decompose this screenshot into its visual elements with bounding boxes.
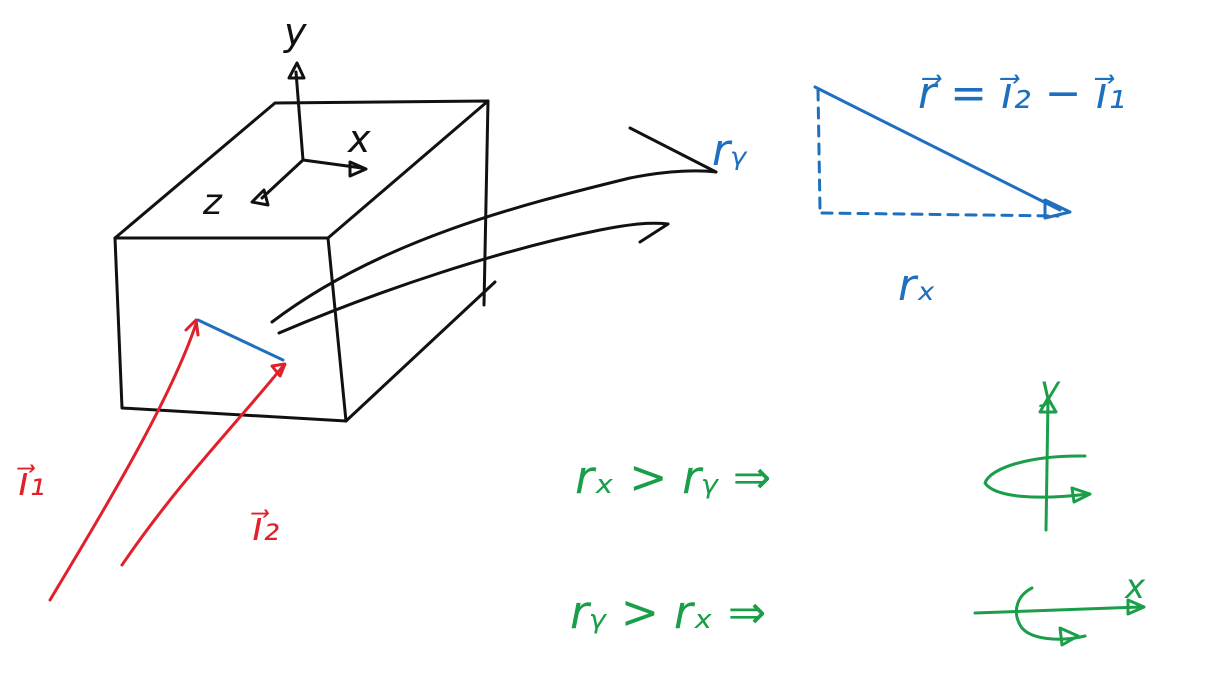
vector-i2-arrowhead <box>270 362 287 378</box>
condition-1-vertical-axis <box>1044 398 1050 532</box>
ry-label: rᵧ <box>712 125 748 176</box>
vector-i2-label: i⃗₂ <box>251 504 279 550</box>
y-axis-arrowhead <box>287 61 306 80</box>
y-axis-line <box>294 70 305 162</box>
condition-2: rᵧ > rₓ ⇒ x <box>570 567 1146 647</box>
box-front-face <box>113 236 348 423</box>
condition-1-axis-arrowhead <box>1038 396 1058 414</box>
z-axis-line <box>260 158 305 200</box>
x-axis-arrowhead <box>348 160 368 178</box>
blue-segment <box>196 318 285 362</box>
expansion-lines <box>270 126 718 335</box>
r-vector-line <box>813 85 1062 212</box>
x-axis-label: x <box>347 117 371 161</box>
expansion-bottom-tick <box>638 222 670 244</box>
red-vectors: i⃗₁ i⃗₂ <box>17 318 287 602</box>
condition-2-arc-arrowhead <box>1058 626 1080 647</box>
condition-2-horizontal-axis <box>973 605 1142 615</box>
y-axis-label: y <box>283 10 307 54</box>
box-bottom-edge <box>344 280 497 423</box>
box-axes: y x z <box>202 10 371 223</box>
rx-dashed-line <box>820 211 1060 218</box>
condition-1: rₓ > rᵧ ⇒ y <box>575 369 1092 532</box>
condition-1-ellipse-arc <box>983 454 1090 499</box>
vector-i1-label: i⃗₁ <box>17 459 45 505</box>
vector-i1-line <box>48 322 198 602</box>
condition-1-axis-label: y <box>1039 369 1061 409</box>
vector-i2-line <box>120 364 285 567</box>
expansion-upper-line <box>270 169 718 324</box>
box-right-edge <box>482 99 490 307</box>
z-axis-arrowhead <box>250 188 270 207</box>
condition-1-arc-arrowhead <box>1070 486 1092 504</box>
condition-2-axis-arrowhead <box>1126 598 1146 616</box>
rx-label: rₓ <box>898 260 936 311</box>
condition-2-ellipse-arc <box>1015 586 1087 641</box>
r-equation: r⃗ = i⃗₂ − i⃗₁ <box>918 68 1126 119</box>
r-triangle: r⃗ = i⃗₂ − i⃗₁ rᵧ rₓ <box>712 68 1126 311</box>
box <box>113 99 497 423</box>
condition-2-axis-label: x <box>1124 567 1146 607</box>
x-axis-line <box>301 158 364 170</box>
condition-1-text: rₓ > rᵧ ⇒ <box>575 450 771 504</box>
condition-2-text: rᵧ > rₓ ⇒ <box>570 585 766 639</box>
box-top-face <box>113 99 490 240</box>
ry-dashed-line <box>816 88 822 212</box>
vector-i1-arrowhead <box>184 318 200 337</box>
expansion-top-tick <box>628 126 718 174</box>
z-axis-label: z <box>202 182 223 223</box>
expansion-lower-line <box>277 221 670 335</box>
